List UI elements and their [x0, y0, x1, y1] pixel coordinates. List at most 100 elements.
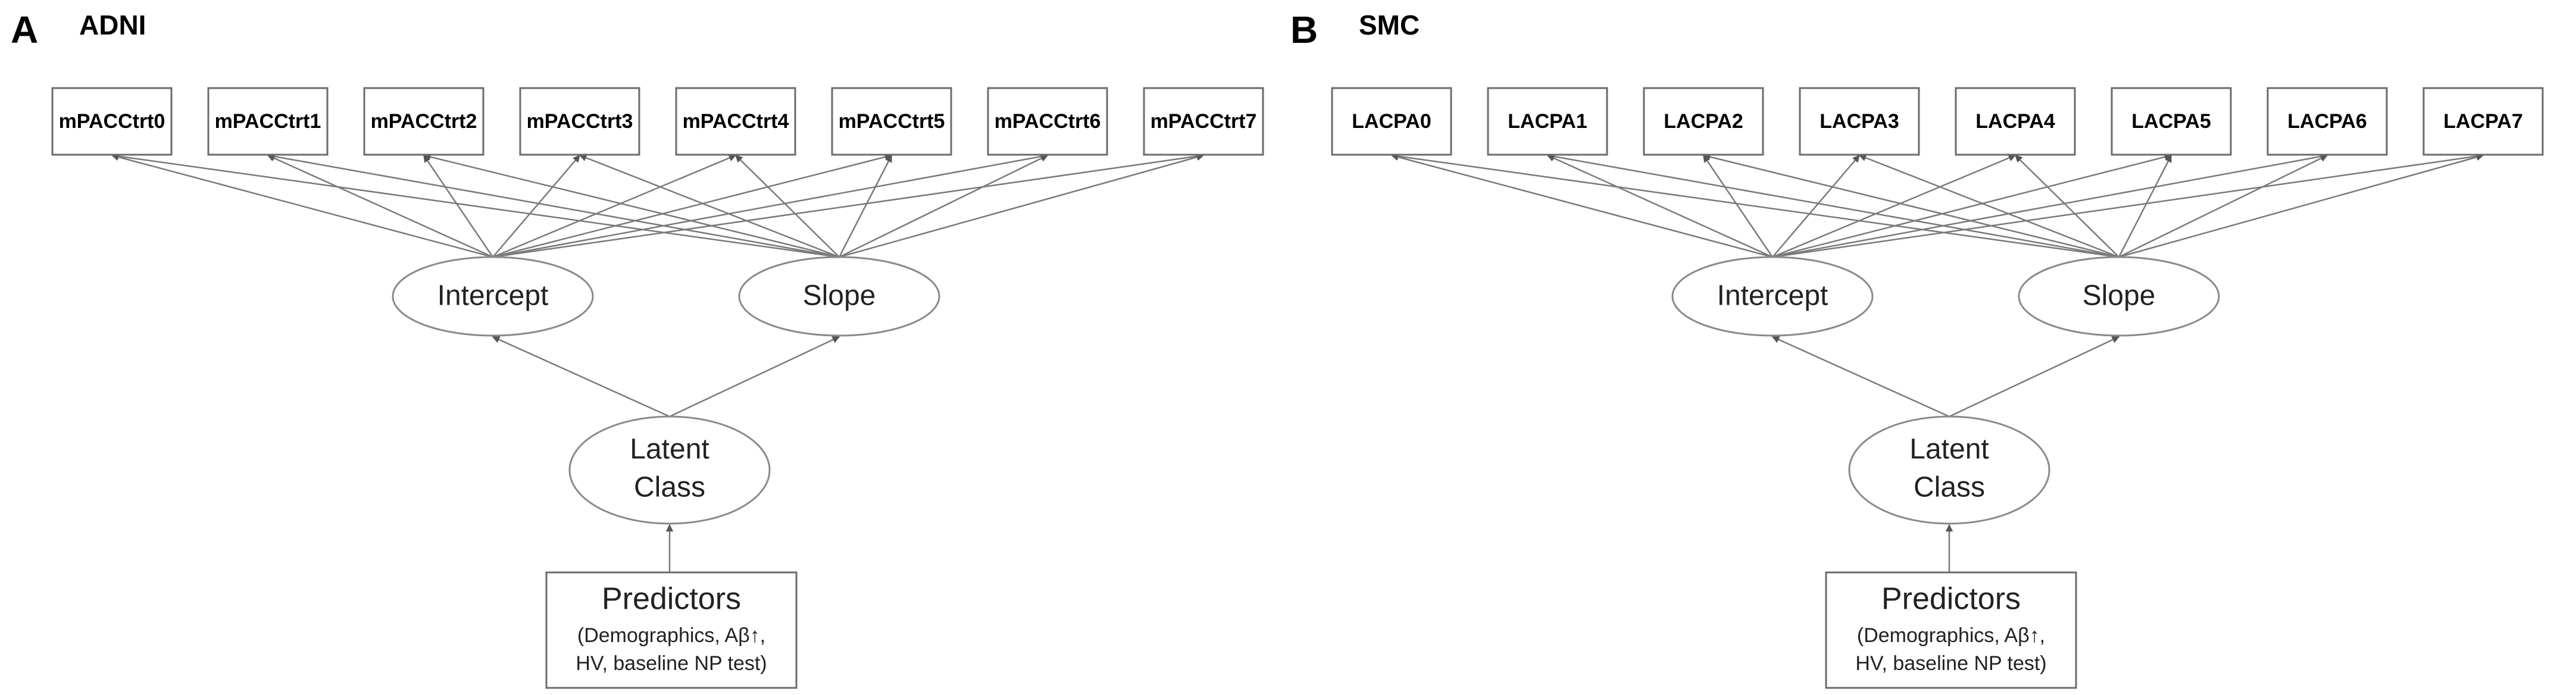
- intercept-to-mPACCtrt6-edge: [492, 152, 1049, 258]
- indicator-label: mPACCtrt5: [839, 110, 945, 133]
- intercept-to-mPACCtrt4-edge: [492, 154, 737, 258]
- panel-b: B SMC LACPA0 LACPA1 LACPA2 LACPA3 LACPA4 LACPA5…: [1290, 8, 2544, 689]
- indicator-box-frame: [1955, 87, 2076, 156]
- predictors-box: [545, 571, 798, 689]
- class-to-slope-edge: [1949, 336, 2120, 418]
- indicator-box-frame: [831, 87, 952, 156]
- intercept-to-mPACCtrt3-edge: [492, 155, 580, 258]
- class-to-intercept-edge: [492, 336, 670, 418]
- slope-label: Slope: [2083, 280, 2156, 312]
- slope-to-LACPA7-edge: [2118, 154, 2484, 258]
- intercept-ellipse: [1671, 256, 1874, 337]
- slope-to-mPACCtrt5-edge: [838, 154, 893, 258]
- indicator-box: LACPA0: [1331, 87, 1452, 156]
- slope-to-mPACCtrt1-edge: [267, 152, 840, 258]
- slope-to-mPACCtrt2-edge: [423, 153, 840, 258]
- slope-ellipse: [738, 256, 940, 337]
- indicator-box-frame: [1799, 87, 1920, 156]
- indicator-box: mPACCtrt4: [675, 87, 796, 156]
- indicator-box: mPACCtrt2: [363, 87, 484, 156]
- indicator-box: mPACCtrt5: [831, 87, 952, 156]
- indicator-label: mPACCtrt3: [527, 110, 633, 133]
- indicator-label: mPACCtrt7: [1151, 110, 1257, 133]
- indicator-box-frame: [1143, 87, 1264, 156]
- latent-class-ellipse: [1848, 415, 2050, 525]
- panel-title: SMC: [1359, 10, 1420, 40]
- indicator-box-frame: [2422, 87, 2544, 156]
- panel-title: ADNI: [79, 10, 146, 40]
- slope-node: Slope: [2018, 256, 2220, 337]
- indicator-box-frame: [1643, 87, 1764, 156]
- indicator-label: LACPA2: [1664, 110, 1743, 133]
- predictors-detail-line1: (Demographics, Aβ↑,: [1857, 624, 2045, 647]
- slope-to-LACPA1-edge: [1546, 152, 2119, 258]
- slope-to-LACPA6-edge: [2118, 154, 2328, 258]
- indicator-label: LACPA7: [2443, 110, 2523, 133]
- intercept-node: Intercept: [392, 256, 594, 337]
- intercept-ellipse: [392, 256, 594, 337]
- indicator-box-frame: [519, 87, 640, 156]
- indicator-box-frame: [1331, 87, 1452, 156]
- slope-to-LACPA5-edge: [2118, 154, 2172, 258]
- indicator-label: LACPA4: [1975, 110, 2055, 133]
- intercept-label: Intercept: [437, 280, 549, 312]
- indicator-box: LACPA5: [2111, 87, 2232, 156]
- intercept-to-mPACCtrt2-edge: [423, 154, 494, 258]
- indicator-box-frame: [2111, 87, 2232, 156]
- intercept-to-LACPA6-edge: [1772, 152, 2328, 258]
- indicator-box: LACPA7: [2422, 87, 2544, 156]
- indicator-label: LACPA6: [2287, 110, 2367, 133]
- indicator-label: LACPA1: [1508, 110, 1587, 133]
- indicator-box: mPACCtrt3: [519, 87, 640, 156]
- slope-to-LACPA0-edge: [1390, 152, 2119, 258]
- intercept-to-mPACCtrt5-edge: [492, 153, 893, 258]
- predictors-node: Predictors(Demographics, Aβ↑,HV, baselin…: [1825, 571, 2077, 689]
- slope-ellipse: [2018, 256, 2220, 337]
- latent-class-label-line2: Class: [634, 472, 705, 503]
- slope-to-mPACCtrt0-edge: [111, 152, 840, 258]
- indicator-label: mPACCtrt6: [995, 110, 1101, 133]
- predictors-detail-line1: (Demographics, Aβ↑,: [577, 624, 765, 647]
- slope-node: Slope: [738, 256, 940, 337]
- intercept-to-LACPA4-edge: [1772, 154, 2017, 258]
- panel-letter: B: [1290, 8, 1318, 51]
- slope-label: Slope: [803, 280, 876, 312]
- class-to-slope-edge: [669, 336, 840, 418]
- slope-to-mPACCtrt3-edge: [579, 154, 840, 258]
- intercept-to-LACPA1-edge: [1546, 154, 1773, 258]
- slope-to-mPACCtrt4-edge: [735, 155, 840, 258]
- indicator-label: LACPA3: [1820, 110, 1899, 133]
- predictors-node: Predictors(Demographics, Aβ↑,HV, baselin…: [545, 571, 798, 689]
- predictors-box: [1825, 571, 2077, 689]
- latent-class-ellipse: [568, 415, 771, 525]
- indicator-label: LACPA5: [2131, 110, 2211, 133]
- indicator-box-frame: [207, 87, 329, 156]
- indicator-box-frame: [51, 87, 173, 156]
- indicator-box-frame: [1487, 87, 1608, 156]
- latent-class-label-line1: Latent: [1909, 434, 1989, 465]
- indicator-box-frame: [363, 87, 484, 156]
- indicator-box: LACPA3: [1799, 87, 1920, 156]
- predictors-detail-line2: HV, baseline NP test): [1855, 652, 2046, 675]
- indicator-box: mPACCtrt6: [987, 87, 1108, 156]
- intercept-to-LACPA5-edge: [1772, 153, 2172, 258]
- latent-class-label-line1: Latent: [630, 434, 709, 465]
- indicator-label: mPACCtrt0: [59, 110, 165, 133]
- indicator-box: mPACCtrt7: [1143, 87, 1264, 156]
- intercept-to-LACPA0-edge: [1390, 153, 1773, 258]
- predictors-detail-line2: HV, baseline NP test): [576, 652, 767, 675]
- indicator-box-frame: [675, 87, 796, 156]
- indicator-box: mPACCtrt0: [51, 87, 173, 156]
- indicator-label: LACPA0: [1352, 110, 1431, 133]
- slope-to-LACPA3-edge: [1858, 154, 2119, 258]
- intercept-to-mPACCtrt0-edge: [111, 153, 493, 258]
- slope-to-LACPA4-edge: [2015, 155, 2119, 258]
- indicator-box: mPACCtrt1: [207, 87, 329, 156]
- indicator-box: LACPA6: [2266, 87, 2388, 156]
- latent-class-label-line2: Class: [1914, 472, 1985, 503]
- slope-to-mPACCtrt7-edge: [839, 154, 1205, 258]
- panel-letter: A: [11, 8, 38, 51]
- class-to-intercept-edge: [1771, 336, 1950, 418]
